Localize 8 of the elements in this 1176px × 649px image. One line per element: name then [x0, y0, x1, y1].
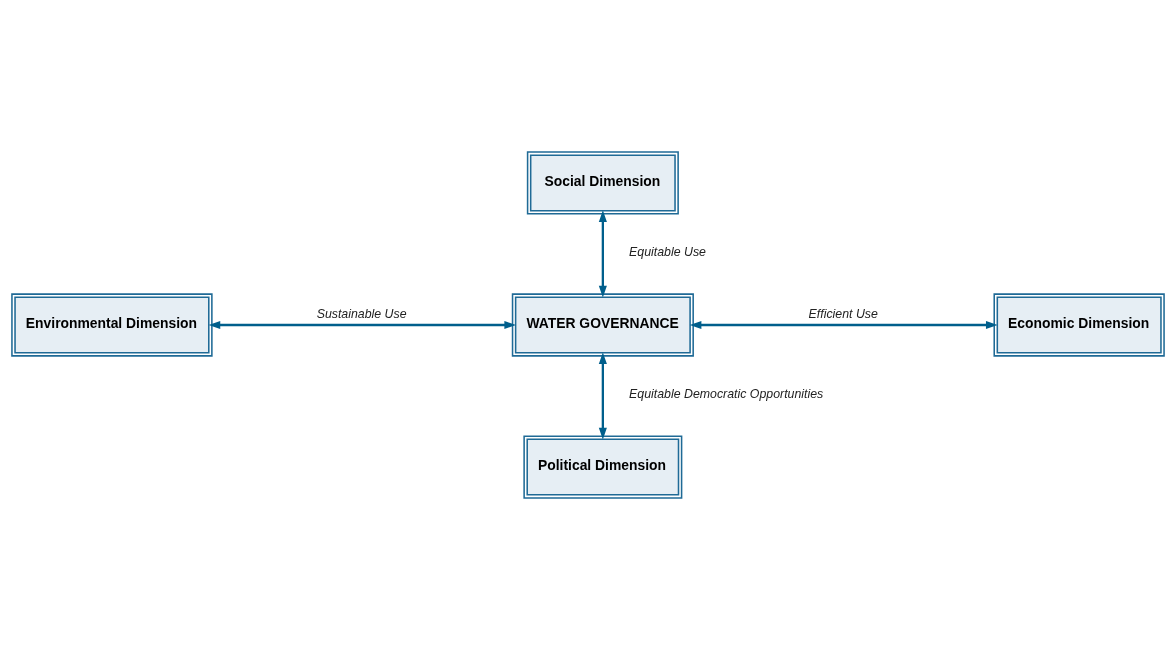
arrow	[208, 320, 516, 329]
edge-label: Equitable Democratic Opportunities	[629, 386, 824, 401]
arrow	[598, 351, 607, 439]
edge-label: Equitable Use	[629, 244, 706, 259]
edge-label: Sustainable Use	[316, 306, 407, 321]
arrow	[689, 320, 998, 329]
edge-label: Efficient Use	[808, 306, 878, 321]
arrow	[598, 209, 607, 297]
